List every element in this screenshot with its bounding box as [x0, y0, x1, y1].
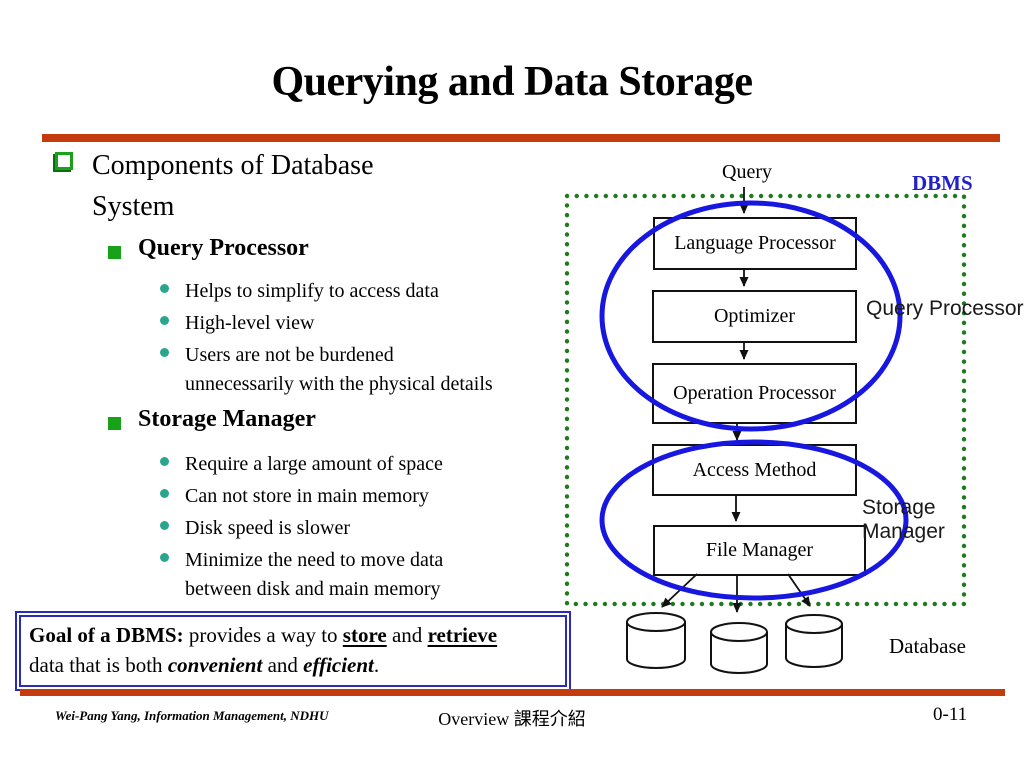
outline-item: Require a large amount of space — [185, 453, 443, 475]
bullet-dot-icon — [160, 316, 169, 325]
outline-item: Disk speed is slower — [185, 517, 350, 539]
bullet-square-icon — [108, 417, 121, 430]
diagram-box-access-method: Access Method — [652, 444, 857, 496]
outline-item: Can not store in main memory — [185, 485, 429, 507]
footer-divider — [20, 689, 1005, 696]
diagram-box-language-processor: Language Processor — [653, 217, 857, 270]
bullet-dot-icon — [160, 457, 169, 466]
query-processor-label: Query Processor — [866, 297, 1024, 320]
goal-retrieve: retrieve — [427, 623, 498, 647]
database-cylinder-icon — [626, 612, 843, 674]
outline-item: Users are not be burdened unnecessarily … — [185, 344, 493, 395]
goal-convenient: convenient — [167, 653, 263, 677]
goal-label: Goal of a DBMS: — [29, 623, 184, 647]
diagram-box-operation-processor: Operation Processor — [652, 363, 857, 424]
goal-efficient: efficient — [303, 653, 374, 677]
bullet-dot-icon — [160, 521, 169, 530]
footer-course: Overview 課程介紹 — [438, 709, 586, 729]
title-divider — [42, 134, 1000, 142]
bullet-square-outline-icon — [55, 152, 73, 170]
query-label: Query — [722, 161, 772, 183]
page-title: Querying and Data Storage — [271, 59, 754, 105]
dbms-label: DBMS — [912, 171, 973, 195]
outline-item: High-level view — [185, 312, 315, 334]
outline-item-components: Components of Database System — [92, 150, 374, 222]
goal-text: Goal of a DBMS: provides a way to store … — [19, 615, 567, 687]
outline-heading-storage-manager: Storage Manager — [138, 406, 316, 432]
footer-page-number: 0-11 — [933, 704, 968, 725]
bullet-dot-icon — [160, 489, 169, 498]
footer-author: Wei-Pang Yang, Information Management, N… — [55, 708, 329, 723]
outline-heading-query-processor: Query Processor — [138, 235, 309, 261]
bullet-square-icon — [108, 246, 121, 259]
bullet-dot-icon — [160, 348, 169, 357]
diagram-box-optimizer: Optimizer — [652, 290, 857, 343]
storage-manager-label: Storage Manager — [862, 496, 945, 543]
outline-item: Helps to simplify to access data — [185, 280, 439, 302]
goal-store: store — [342, 623, 387, 647]
bullet-dot-icon — [160, 284, 169, 293]
outline-item: Minimize the need to move data between d… — [185, 549, 444, 600]
bullet-dot-icon — [160, 553, 169, 562]
goal-callout-box: Goal of a DBMS: provides a way to store … — [15, 611, 571, 691]
database-label: Database — [889, 634, 966, 658]
diagram-box-file-manager: File Manager — [653, 525, 866, 576]
